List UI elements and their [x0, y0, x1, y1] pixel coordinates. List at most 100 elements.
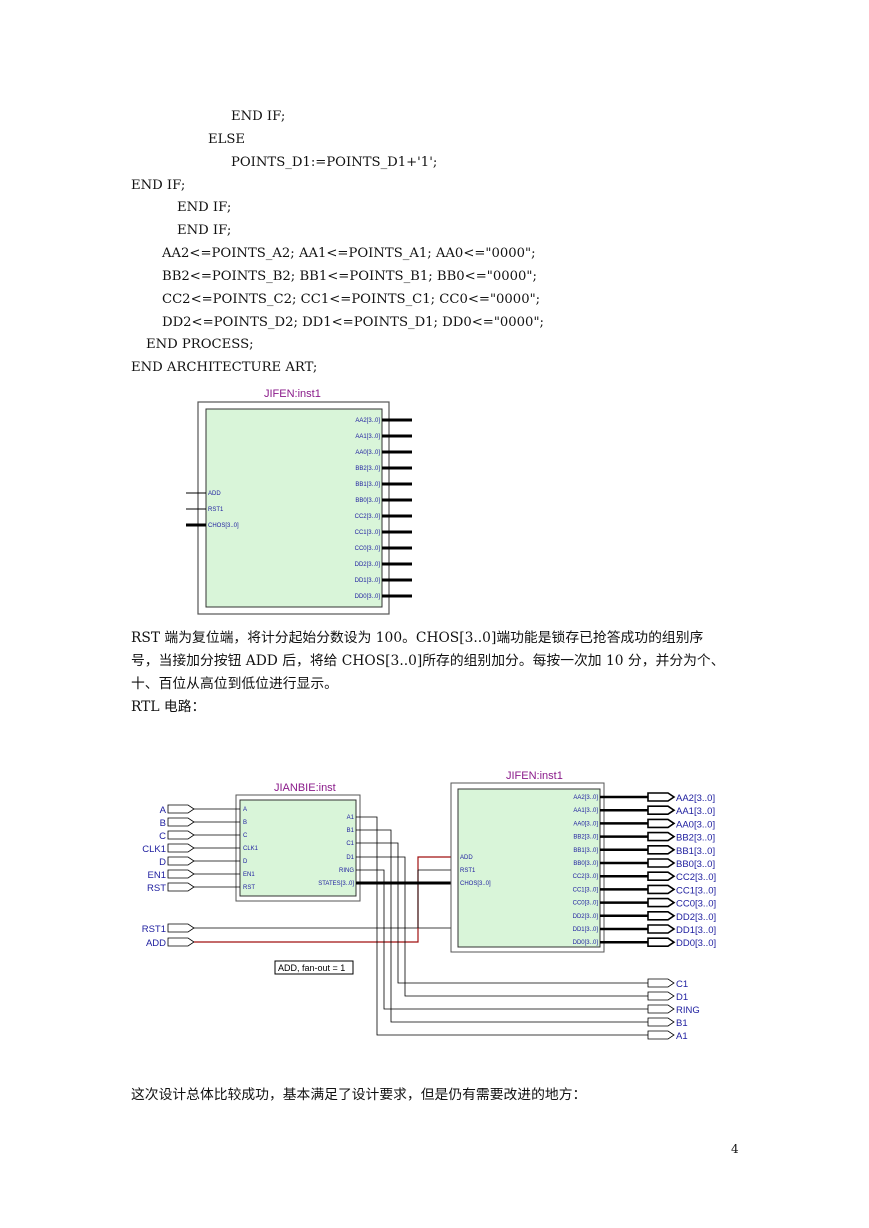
jifen-out-port	[647, 805, 676, 815]
symbol-body	[205, 408, 383, 608]
jianbie-out-pin: A1	[347, 815, 355, 821]
jifen-out-pin: AA1[3..0]	[573, 808, 598, 814]
symbol-inputs: ADD RST1 CHOS[3..0]	[186, 491, 239, 529]
rtl-input-port	[167, 843, 195, 853]
jifen-out-label: DD1[3..0]	[676, 925, 716, 936]
description-line-3: 十、百位从高位到低位进行显示。	[131, 676, 338, 692]
jifen-out-pin: DD1[3..0]	[573, 927, 599, 933]
rtl-input-port	[167, 817, 195, 827]
description-line-2: 号，当接加分按钮 ADD 后，将给 CHOS[3..0]所存的组别加分。每按一次…	[131, 653, 725, 669]
jifen-in-pin: RST1	[460, 868, 476, 874]
jianbie-in-pin: RST	[243, 885, 255, 891]
code-line: BB2<=POINTS_B2; BB1<=POINTS_B1; BB0<="00…	[162, 269, 537, 284]
jifen-out-pin: DD0[3..0]	[573, 940, 599, 946]
jianbie-out-pin: STATES[3..0]	[318, 881, 354, 887]
jianbie-out-pin: B1	[347, 828, 355, 834]
jifen-out-port	[647, 792, 676, 802]
jianbie-in-pin: D	[243, 859, 248, 865]
jifen-out-port	[647, 845, 676, 855]
jianbie-in-pin: EN1	[243, 872, 255, 878]
jianbie-body	[239, 799, 357, 897]
rtl-label: RTL 电路：	[131, 699, 206, 715]
bottom-out-port	[647, 978, 675, 988]
symbol-pin-chos: CHOS[3..0]	[208, 523, 239, 529]
jianbie-out-pin: C1	[346, 841, 354, 847]
bottom-route-wire	[356, 869, 648, 1010]
jifen-out-pin: BB2[3..0]	[573, 835, 598, 841]
bottom-out-port	[647, 1017, 675, 1027]
jifen-out-pin: BB0[3..0]	[573, 861, 598, 867]
jifen-out-pin: CC0[3..0]	[573, 901, 599, 907]
page-number: 4	[731, 1142, 739, 1156]
code-line: AA2<=POINTS_A2; AA1<=POINTS_A1; AA0<="00…	[162, 246, 536, 261]
fanout-box	[274, 960, 354, 975]
code-line: END PROCESS;	[146, 337, 254, 352]
symbol-output-label: BB2[3..0]	[355, 466, 380, 472]
code-line: END IF;	[231, 109, 286, 124]
bottom-route-wire	[356, 856, 648, 997]
jianbie-in-pin: A	[243, 807, 247, 813]
symbol-output-label: CC0[3..0]	[355, 546, 381, 552]
rtl-input-label: A	[160, 805, 167, 816]
jifen-out-label: AA0[3..0]	[676, 819, 715, 830]
bottom-out-port	[647, 1004, 675, 1014]
bottom-out-port	[647, 1030, 675, 1040]
rtl-input-port	[167, 856, 195, 866]
code-line: END IF;	[177, 223, 232, 238]
code-line: END IF;	[177, 200, 232, 215]
code-line: DD2<=POINTS_D2; DD1<=POINTS_D1; DD0<="00…	[162, 315, 544, 330]
rtl-input-label: B	[160, 818, 166, 829]
jianbie-in-pin: CLK1	[243, 846, 259, 852]
jifen-out-port	[647, 897, 676, 908]
jifen-out-pin: CC2[3..0]	[573, 874, 599, 880]
jifen-out-port	[647, 858, 676, 868]
jianbie-in-pin: B	[243, 820, 247, 826]
code-line: END IF;	[131, 178, 186, 193]
bottom-out-label: RING	[676, 1005, 700, 1016]
rtl-top-input-port	[167, 923, 195, 933]
bottom-route-wire	[356, 829, 648, 1023]
jifen-out-port	[647, 924, 676, 934]
jifen-out-port	[647, 831, 676, 842]
rtl-input-port	[167, 830, 195, 840]
symbol-title: JIFEN:inst1	[264, 388, 321, 400]
jianbie-out-pin: D1	[346, 855, 354, 861]
rtl-top-input-label: ADD	[146, 938, 166, 949]
jifen-out-label: BB1[3..0]	[676, 846, 715, 857]
jifen-out-label: DD0[3..0]	[676, 938, 716, 949]
jifen-out-port	[647, 871, 676, 881]
bottom-out-label: A1	[676, 1031, 688, 1042]
symbol-output-label: DD2[3..0]	[355, 562, 381, 568]
jifen-out-label: BB2[3..0]	[676, 833, 715, 844]
symbol-outputs: AA2[3..0]AA1[3..0]AA0[3..0]BB2[3..0]BB1[…	[355, 418, 412, 600]
jifen-out-pin: AA2[3..0]	[573, 795, 598, 801]
symbol-output-label: DD1[3..0]	[355, 578, 381, 584]
symbol-output-label: BB0[3..0]	[355, 498, 380, 504]
bottom-route-wire	[356, 816, 648, 1036]
rtl-input-label: D	[159, 857, 166, 868]
jifen-body	[457, 788, 601, 948]
rtl-top-input-port	[167, 937, 195, 947]
fanout-label: ADD, fan-out = 1	[278, 963, 345, 973]
jifen-out-port	[647, 884, 676, 895]
symbol-output-label: CC1[3..0]	[355, 530, 381, 536]
symbol-output-label: AA1[3..0]	[355, 434, 380, 440]
code-line: CC2<=POINTS_C2; CC1<=POINTS_C1; CC0<="00…	[162, 292, 541, 307]
jifen-out-label: CC2[3..0]	[676, 872, 716, 883]
jifen-out-label: CC1[3..0]	[676, 885, 716, 896]
jifen-out-label: AA1[3..0]	[676, 806, 715, 817]
jifen-out-label: CC0[3..0]	[676, 899, 716, 910]
rtl-top-input-label: RST1	[142, 924, 166, 935]
conclusion-text: 这次设计总体比较成功，基本满足了设计要求，但是仍有需要改进的地方：	[131, 1087, 587, 1103]
jifen-out-pin: DD2[3..0]	[573, 914, 599, 920]
jianbie-out-pin: RING	[339, 868, 354, 874]
rtl-input-label: CLK1	[142, 844, 166, 855]
bottom-out-label: D1	[676, 992, 688, 1003]
rtl-input-label: C	[159, 831, 166, 842]
bottom-out-label: B1	[676, 1018, 688, 1029]
jifen-out-port	[647, 818, 676, 829]
